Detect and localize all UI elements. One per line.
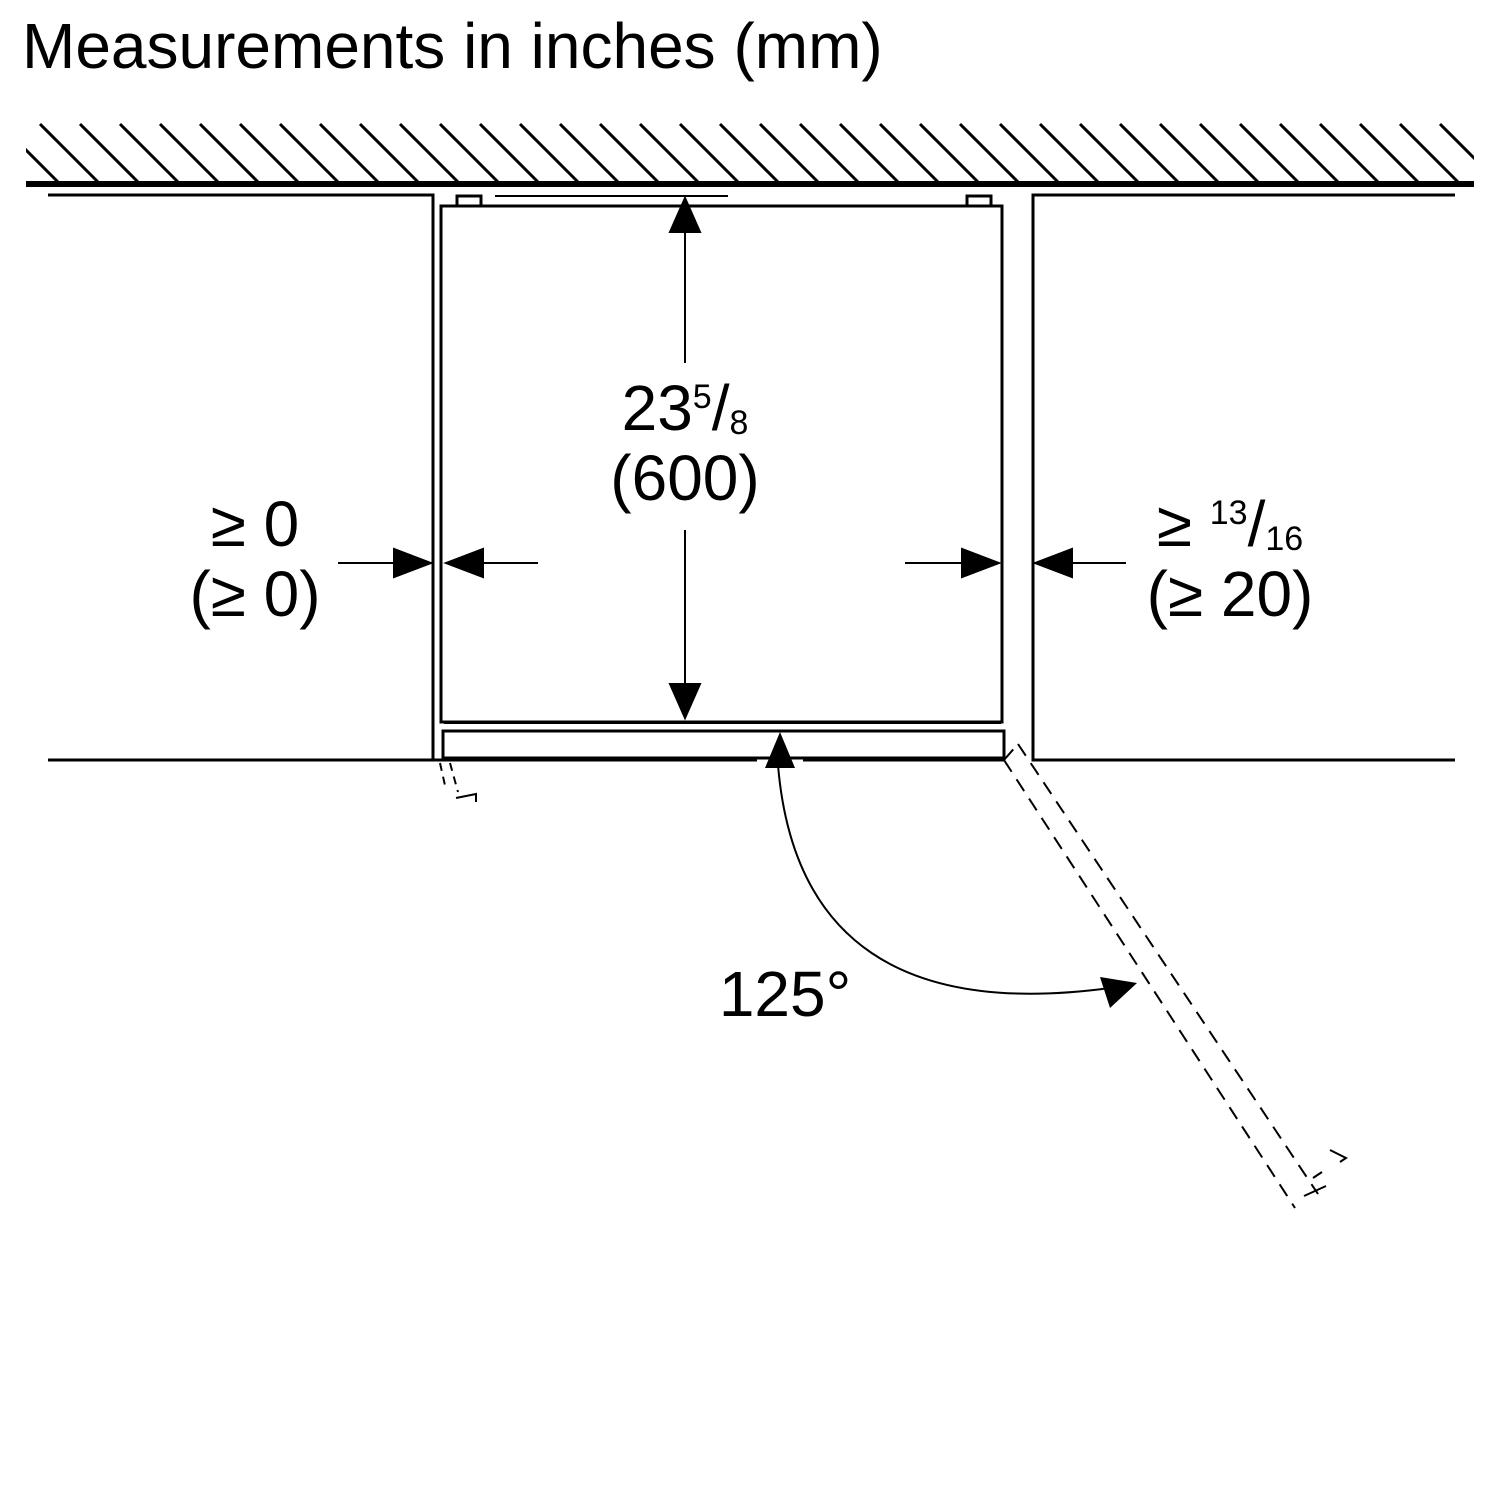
left-gap-mm: (≥ 0) (189, 558, 321, 630)
wall-hatch-line (1158, 122, 1220, 184)
wall-hatch-line (238, 122, 300, 184)
appliance-door (441, 722, 1006, 760)
wall-hatch-line (1238, 122, 1300, 184)
door-angle-label: 125° (718, 958, 852, 1030)
wall-hatch-line (558, 122, 620, 184)
wall-hatch-line (358, 122, 420, 184)
wall-hatch-line (278, 122, 340, 184)
wall-hatch-line (1198, 122, 1260, 184)
depth-label: 235/8 (600) (585, 376, 785, 510)
wall-hatch-line (638, 122, 700, 184)
wall-hatch-line (398, 122, 460, 184)
depth-whole: 23 (621, 372, 693, 444)
right-cabinet (1031, 193, 1455, 762)
wall (26, 122, 1500, 187)
wall-hatch-line (118, 122, 180, 184)
wall-hatch-line (758, 122, 820, 184)
right-gap-numerator: 13 (1209, 494, 1248, 532)
depth-dimension-arrow (668, 195, 702, 721)
depth-inches: 235/8 (585, 376, 785, 440)
right-gap-label: ≥ 13/16 (≥ 20) (1125, 492, 1335, 626)
wall-hatch-line (678, 122, 740, 184)
wall-hatch-line (878, 122, 940, 184)
angle-arc (765, 732, 1137, 1008)
wall-hatch-line (1438, 122, 1474, 161)
right-gap-inches: ≥ 13/16 (1125, 492, 1335, 556)
wall-hatch-line (1118, 122, 1180, 184)
wall-hatch-line (718, 122, 780, 184)
left-hinge-mark (439, 762, 477, 802)
depth-slash: / (711, 372, 730, 444)
wall-hatch-line (1038, 122, 1100, 184)
right-gap-denominator: 16 (1265, 520, 1304, 558)
wall-hatch-line (998, 122, 1060, 184)
wall-hatch-line (838, 122, 900, 184)
wall-hatch-line (1278, 122, 1340, 184)
right-gap-prefix: ≥ (1156, 488, 1210, 560)
wall-hatch-line (78, 122, 140, 184)
page-title: Measurements in inches (mm) (22, 10, 883, 82)
wall-hatch-line (1078, 122, 1140, 184)
left-gap-arrows (338, 547, 538, 579)
wall-hatch-line (438, 122, 500, 184)
wall-hatch-line (1358, 122, 1420, 184)
wall-hatch-line (798, 122, 860, 184)
wall-hatch-line (918, 122, 980, 184)
right-gap-slash: / (1247, 488, 1266, 560)
depth-numerator: 5 (692, 378, 712, 416)
wall-hatch-line (958, 122, 1020, 184)
right-gap-mm: (≥ 20) (1146, 558, 1314, 630)
depth-denominator: 8 (729, 404, 749, 442)
wall-hatch-line (478, 122, 540, 184)
right-gap-arrows (905, 547, 1126, 579)
wall-hatch-line (38, 122, 100, 184)
wall-hatch-line (26, 147, 60, 184)
left-gap-inches: ≥ 0 (210, 488, 300, 560)
wall-hatch-line (1398, 122, 1460, 184)
left-gap-label: ≥ 0 (≥ 0) (160, 492, 350, 626)
wall-hatch-line (318, 122, 380, 184)
wall-hatch-line (1480, 124, 1500, 182)
opened-door-outline (1003, 743, 1348, 1209)
wall-hatch-line (598, 122, 660, 184)
wall-hatch-line (158, 122, 220, 184)
wall-hatch-line (198, 122, 260, 184)
depth-mm: (600) (610, 442, 760, 514)
wall-hatch-line (518, 122, 580, 184)
wall-hatch-line (1318, 122, 1380, 184)
left-cabinet (48, 193, 435, 762)
